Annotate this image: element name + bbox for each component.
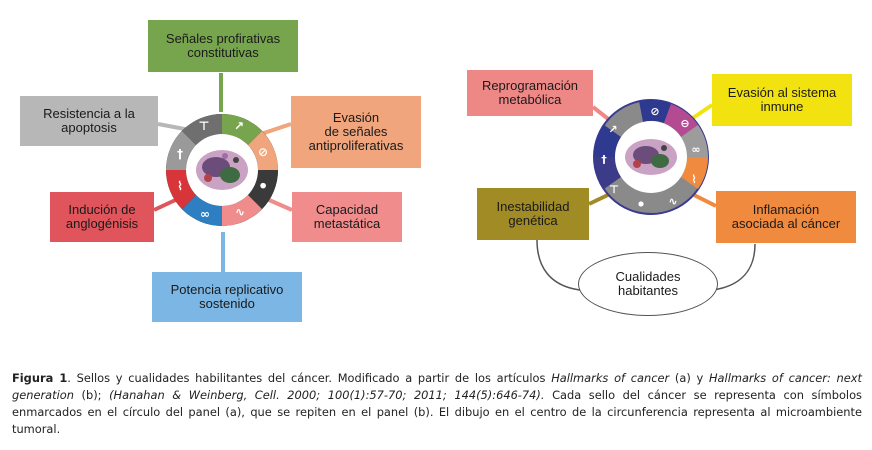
- symbol-b-4-icon: ⌇: [691, 173, 696, 186]
- oval-cualidades-habitantes: Cualidades habitantes: [578, 252, 718, 316]
- box-potencia-replicativo: Potencia replicativo sostenido: [152, 272, 302, 322]
- box-capacidad-metastatica: Capacidad metastática: [292, 192, 402, 242]
- panel-b-wheel: ⊘ ⊖ ∞ ⌇ ∿ ⚫ ⊤ † ↗: [593, 99, 709, 215]
- symbol-b-2-icon: ⊖: [680, 117, 689, 130]
- figure-caption: Figura 1. Sellos y cualidades habilitant…: [12, 370, 862, 438]
- symbol-b-3-icon: ∞: [691, 143, 700, 156]
- microenvironment-a-icon: [196, 150, 248, 190]
- hallmarks-diagram: ↗ ⊘ ⚫ ∿ ∞ ⌇ † ⊤: [20, 20, 856, 322]
- microenvironment-b-icon: [625, 139, 677, 175]
- segment-black: [248, 170, 278, 209]
- symbol-arrow-icon: ↗: [234, 119, 244, 133]
- caption-figure-label: Figura 1: [12, 371, 68, 385]
- box-evasion-senales: Evasión de señales antiproliferativas: [291, 96, 421, 168]
- box-resistencia-apoptosis: Resistencia a la apoptosis: [20, 96, 158, 146]
- segment-orange: [248, 131, 278, 170]
- panel-a-wheel: ↗ ⊘ ⚫ ∿ ∞ ⌇ † ⊤: [166, 114, 278, 226]
- segment-b-magenta: [664, 104, 698, 137]
- caption-part-3: (b);: [73, 388, 110, 402]
- connector-b-top-right: [688, 103, 714, 122]
- connector-b-right: [691, 192, 717, 208]
- wheel-a-symbols: ↗ ⊘ ⚫ ∿ ∞ ⌇ † ⊤: [177, 119, 268, 221]
- diagram-graphics: ↗ ⊘ ⚫ ∿ ∞ ⌇ † ⊤: [153, 73, 756, 292]
- segment-red: [166, 170, 196, 209]
- caption-part-2: (a) y: [669, 371, 709, 385]
- symbol-vessel-icon: ⌇: [177, 179, 183, 193]
- caption-italic-3: (Hanahan & Weinberg, Cell. 2000; 100(1):…: [109, 388, 545, 402]
- caption-italic-1: Hallmarks of cancer: [551, 371, 670, 385]
- symbol-cross-icon: †: [177, 147, 183, 161]
- segment-green: [222, 114, 262, 145]
- symbol-b-9-icon: ↗: [608, 123, 617, 136]
- box-reprogramacion-metabolica: Reprogramación metabólica: [467, 70, 593, 116]
- segment-darkgrey: [182, 114, 222, 145]
- segment-b-navy-bottom: [594, 157, 621, 189]
- box-inflamacion-cancer: Inflamación asociada al cáncer: [716, 191, 856, 243]
- symbol-b-7-icon: ⊤: [609, 183, 619, 196]
- wheel-b-symbols: ⊘ ⊖ ∞ ⌇ ∿ ⚫ ⊤ † ↗: [601, 105, 700, 211]
- box-senales-proliferativas: Señales profirativas constitutivas: [148, 20, 298, 72]
- box-inestabilidad-genetica: Inestabilidad genética: [477, 188, 589, 240]
- caption-part-4: Cada sello del cáncer se representa con …: [12, 388, 862, 436]
- symbol-spread-icon: ∿: [235, 205, 245, 219]
- caption-italic-2: Hallmarks of cancer: next generation: [12, 371, 862, 402]
- symbol-infinity-icon: ∞: [200, 207, 210, 221]
- symbol-circle-icon: ⊘: [258, 145, 268, 159]
- symbol-b-6-icon: ⚫: [636, 198, 645, 211]
- symbol-b-1-icon: ⊘: [650, 105, 659, 118]
- segment-b-navy-top: [639, 99, 671, 123]
- symbol-dots-icon: ⚫: [258, 179, 268, 193]
- segment-b-orange: [681, 157, 708, 189]
- symbol-b-5-icon: ∿: [668, 195, 677, 208]
- segment-blue: [182, 195, 222, 226]
- symbol-bar-icon: ⊤: [199, 119, 210, 133]
- segment-grey: [166, 131, 196, 170]
- panel-a-connectors: [153, 73, 293, 272]
- caption-part-1: . Sellos y cualidades habilitantes del c…: [67, 371, 552, 385]
- symbol-b-8-icon: †: [601, 153, 607, 166]
- segment-b-navy-left: [594, 125, 621, 157]
- box-induccion-angiogenesis: Indución de anglogénisis: [50, 192, 154, 242]
- segment-pink: [222, 195, 262, 226]
- box-evasion-sistema-inmune: Evasión al sistema inmune: [712, 74, 852, 126]
- segment-b-grey-right: [681, 125, 708, 157]
